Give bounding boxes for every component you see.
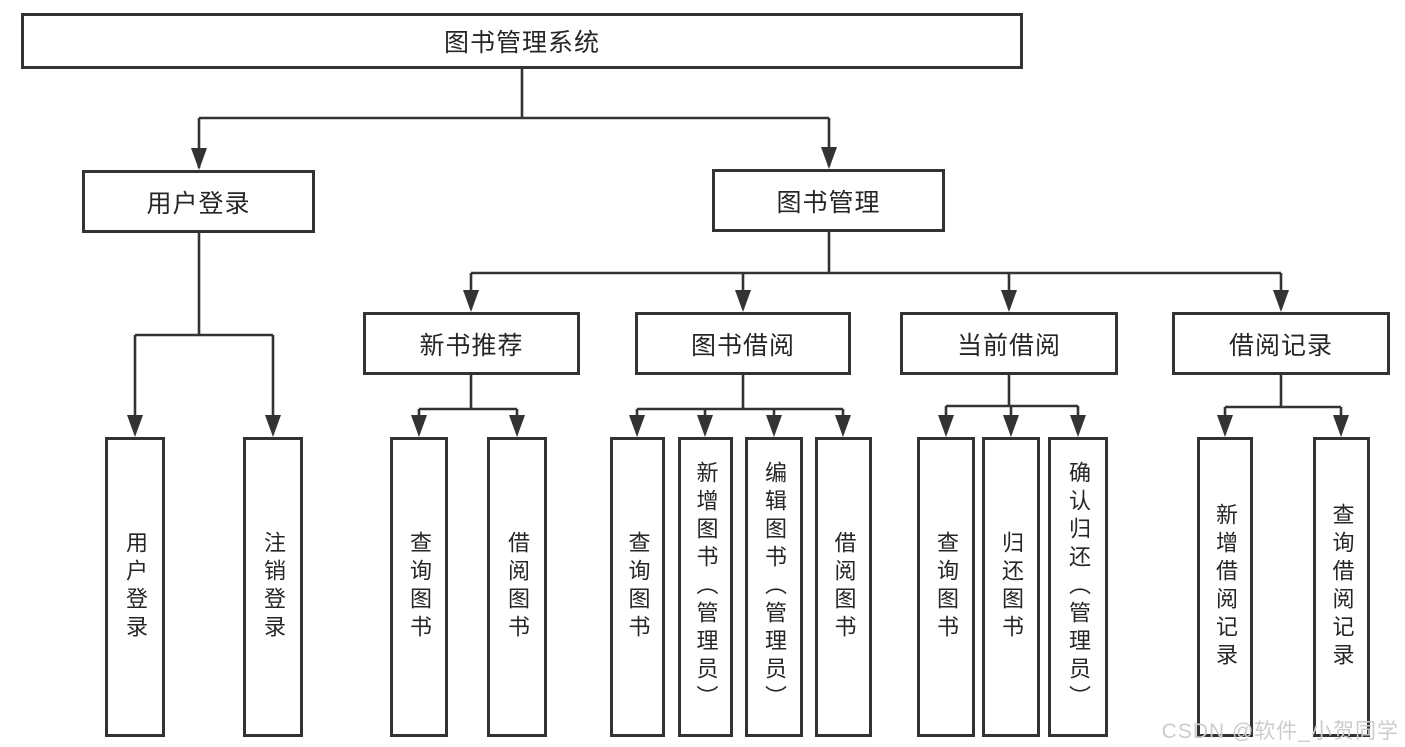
node-borrowing-records: 借阅记录 <box>1172 312 1390 375</box>
node-new-book-recommend: 新书推荐 <box>363 312 580 375</box>
leaf-query-books-borrowing: 查询图书 <box>610 437 665 737</box>
edge-borrowing-to-leaves <box>635 375 845 433</box>
leaf-confirm-return-admin: 确认归还（管理员） <box>1048 437 1108 737</box>
csdn-watermark: CSDN @软件_小贺同学 <box>1161 720 1399 743</box>
arrow-icon <box>265 415 281 437</box>
leaf-query-borrow-record: 查询借阅记录 <box>1313 437 1370 737</box>
arrow-icon <box>411 415 427 437</box>
node-root: 图书管理系统 <box>21 13 1023 69</box>
arrow-icon <box>1217 415 1233 437</box>
leaf-user-login: 用户登录 <box>105 437 165 737</box>
arrow-icon <box>1070 415 1086 437</box>
leaf-borrow-books-recommend: 借阅图书 <box>487 437 547 737</box>
leaf-add-books-admin: 新增图书（管理员） <box>678 437 733 737</box>
edge-root-to-level2 <box>197 69 831 168</box>
node-book-borrowing: 图书借阅 <box>635 312 851 375</box>
arrow-icon <box>835 415 851 437</box>
arrow-icon <box>938 415 954 437</box>
arrow-icon <box>1003 415 1019 437</box>
tree-edges <box>133 69 1343 433</box>
leaf-add-borrow-record: 新增借阅记录 <box>1197 437 1253 737</box>
arrow-icon <box>821 147 837 169</box>
arrow-icon <box>766 415 782 437</box>
leaf-edit-books-admin: 编辑图书（管理员） <box>745 437 803 737</box>
arrow-icon <box>127 415 143 437</box>
arrow-icon <box>697 415 713 437</box>
node-current-borrowing: 当前借阅 <box>900 312 1118 375</box>
edge-records-to-leaves <box>1223 375 1343 433</box>
edge-newbook-to-leaves <box>417 375 519 433</box>
edge-bookmgmt-to-level3 <box>469 232 1283 309</box>
leaf-query-books-recommend: 查询图书 <box>390 437 448 737</box>
node-book-management: 图书管理 <box>712 169 945 232</box>
leaf-borrow-books: 借阅图书 <box>815 437 872 737</box>
arrow-icon <box>629 415 645 437</box>
arrow-icon <box>463 290 479 312</box>
arrow-icon <box>1001 290 1017 312</box>
arrow-icon <box>1333 415 1349 437</box>
node-user-login: 用户登录 <box>82 170 315 233</box>
leaf-logout: 注销登录 <box>243 437 303 737</box>
edge-current-to-leaves <box>944 375 1080 433</box>
arrow-icon <box>509 415 525 437</box>
leaf-return-books: 归还图书 <box>982 437 1040 737</box>
leaf-query-books-current: 查询图书 <box>917 437 975 737</box>
arrow-icon <box>1273 290 1289 312</box>
edge-userlogin-to-leaves <box>133 233 275 433</box>
arrow-icon <box>191 148 207 170</box>
arrow-icon <box>735 290 751 312</box>
